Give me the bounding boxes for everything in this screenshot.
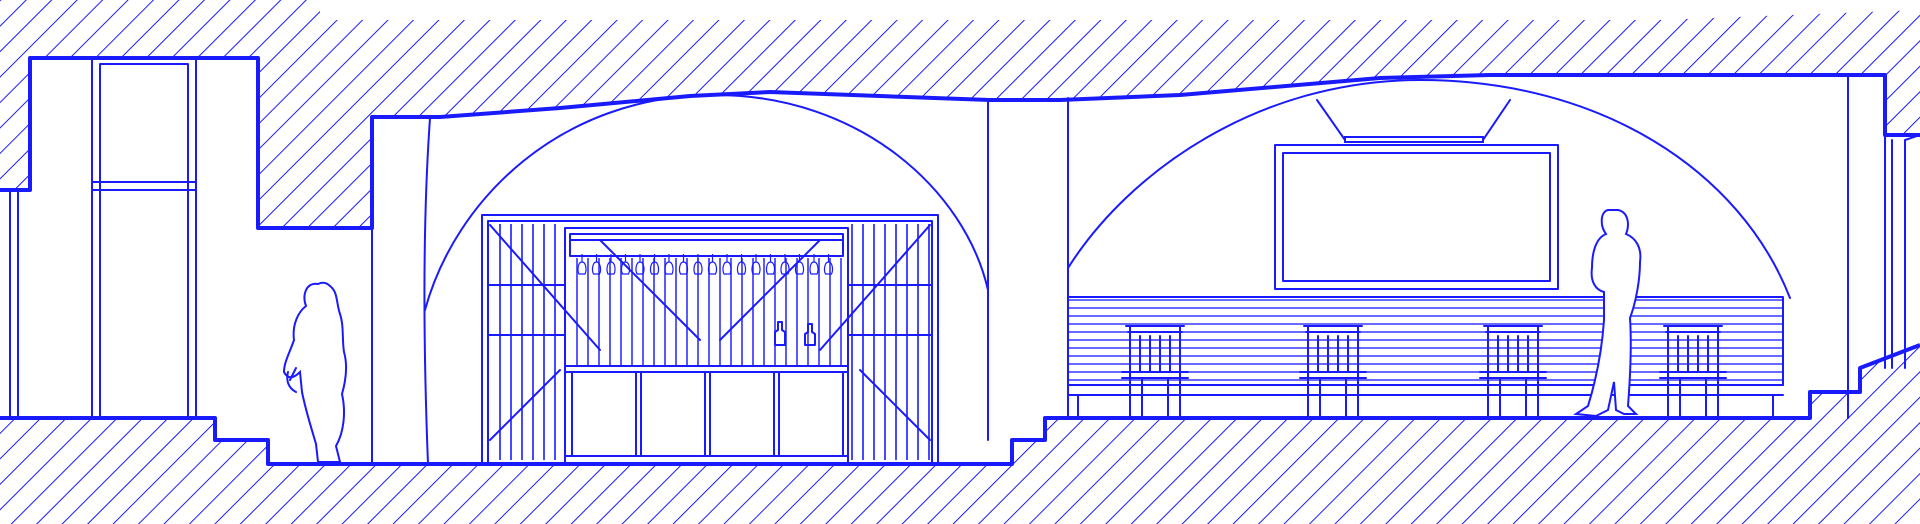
wine-glass-icon [693, 254, 703, 275]
wine-glass-icon [736, 254, 747, 275]
projection-screen [1274, 99, 1559, 290]
bottles [774, 321, 816, 346]
wine-glass-icon [707, 254, 718, 275]
bar-chairs [1121, 325, 1727, 419]
right-vault-arch [1067, 79, 1791, 299]
wine-glass-icon [823, 254, 834, 275]
person-left-bag [286, 367, 297, 393]
person-left [282, 281, 348, 463]
wine-glasses [577, 254, 834, 275]
wine-glass-icon [722, 254, 732, 275]
chair-icon [1121, 325, 1189, 419]
wine-rack [481, 214, 939, 465]
wine-glass-icon [794, 254, 805, 275]
wine-glass-icon [751, 254, 761, 275]
chair-icon [1659, 325, 1727, 419]
wine-glass-icon [577, 254, 587, 275]
wine-glass-icon [809, 254, 819, 275]
wine-glass-icon [780, 254, 790, 275]
wine-glass-icon [620, 254, 631, 275]
wine-glass-icon [765, 254, 776, 275]
wine-glass-icon [678, 254, 689, 275]
section-outline [0, 56, 1920, 466]
floor-hatch [0, 345, 1920, 524]
ceiling-hatch [0, 0, 1920, 228]
wine-glass-icon [664, 254, 674, 275]
left-doorway [91, 57, 197, 419]
wine-glass-icon [635, 254, 645, 275]
left-vault-arch [424, 94, 989, 311]
wine-glass-icon [606, 254, 616, 275]
wine-glass-icon [591, 254, 602, 275]
chair-icon [1479, 325, 1547, 419]
person-right [1573, 209, 1642, 418]
banquette [1067, 296, 1784, 419]
chair-icon [1299, 325, 1367, 419]
wine-glass-icon [649, 254, 660, 275]
